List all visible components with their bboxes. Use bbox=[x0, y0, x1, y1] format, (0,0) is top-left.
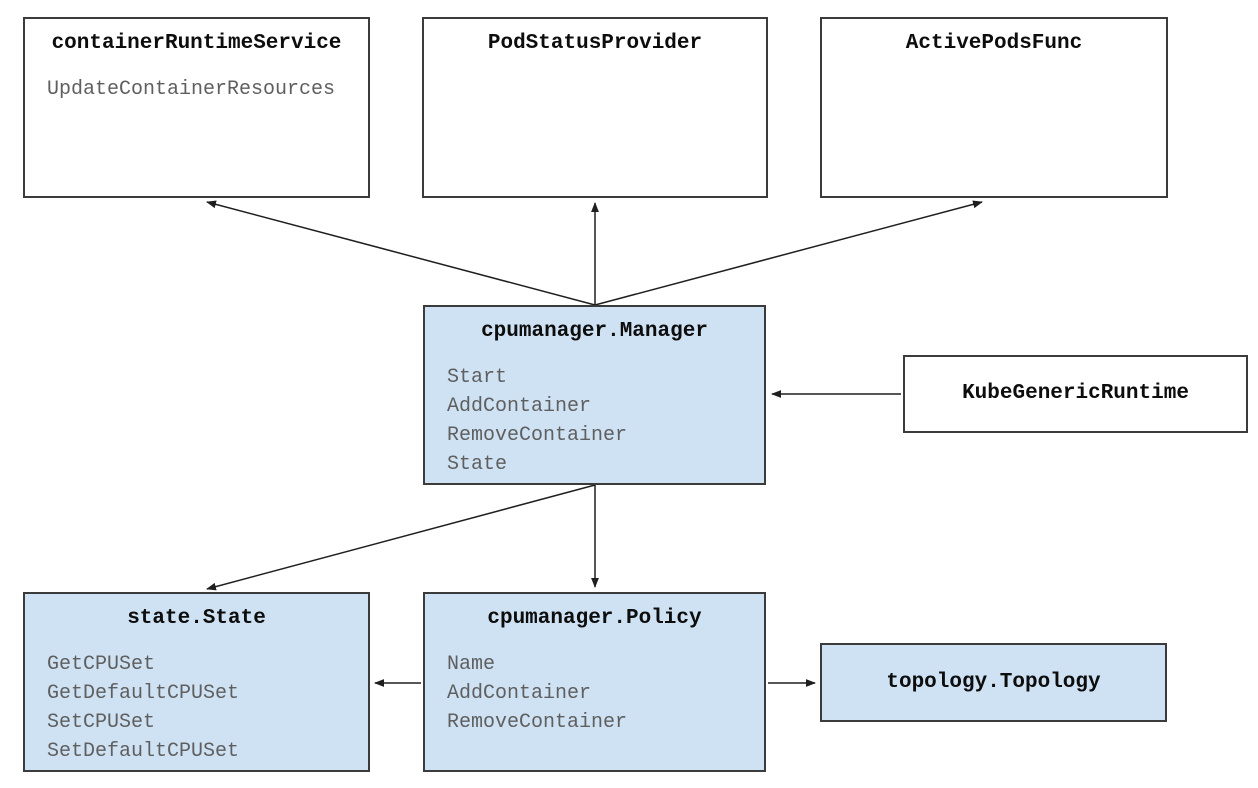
node-title: PodStatusProvider bbox=[487, 32, 703, 55]
node-title: ActivePodsFunc bbox=[905, 32, 1083, 55]
node-title: cpumanager.Manager bbox=[481, 320, 708, 343]
node-active-pods-func: ActivePodsFunc bbox=[820, 17, 1168, 198]
node-container-runtime-service: containerRuntimeService UpdateContainerR… bbox=[23, 17, 370, 198]
method-label: AddContainer bbox=[447, 682, 592, 705]
method-label: RemoveContainer bbox=[447, 711, 628, 734]
method-label: GetCPUSet bbox=[47, 653, 156, 676]
method-label: State bbox=[447, 453, 508, 476]
node-methods: UpdateContainerResources bbox=[25, 75, 368, 104]
method-label: SetDefaultCPUSet bbox=[47, 740, 240, 763]
edge-manager-to-active-pods-func bbox=[594, 200, 983, 306]
node-title: containerRuntimeService bbox=[51, 32, 342, 55]
node-pod-status-provider: PodStatusProvider bbox=[422, 17, 768, 198]
method-label: SetCPUSet bbox=[47, 711, 156, 734]
method-label: RemoveContainer bbox=[447, 424, 628, 447]
node-title: KubeGenericRuntime bbox=[962, 382, 1189, 405]
node-title: topology.Topology bbox=[886, 670, 1101, 694]
node-title: state.State bbox=[127, 607, 266, 630]
method-label: GetDefaultCPUSet bbox=[47, 682, 240, 705]
method-label: Name bbox=[447, 653, 496, 676]
method-label: Start bbox=[447, 366, 508, 389]
node-topology-topology: topology.Topology bbox=[820, 643, 1167, 722]
edge-manager-to-container-runtime-service bbox=[206, 200, 596, 306]
method-label: AddContainer bbox=[447, 395, 592, 418]
edge-manager-to-state-state bbox=[206, 484, 596, 591]
node-kube-generic-runtime: KubeGenericRuntime bbox=[903, 355, 1248, 433]
node-title: cpumanager.Policy bbox=[487, 607, 702, 630]
method-label: UpdateContainerResources bbox=[47, 78, 336, 101]
